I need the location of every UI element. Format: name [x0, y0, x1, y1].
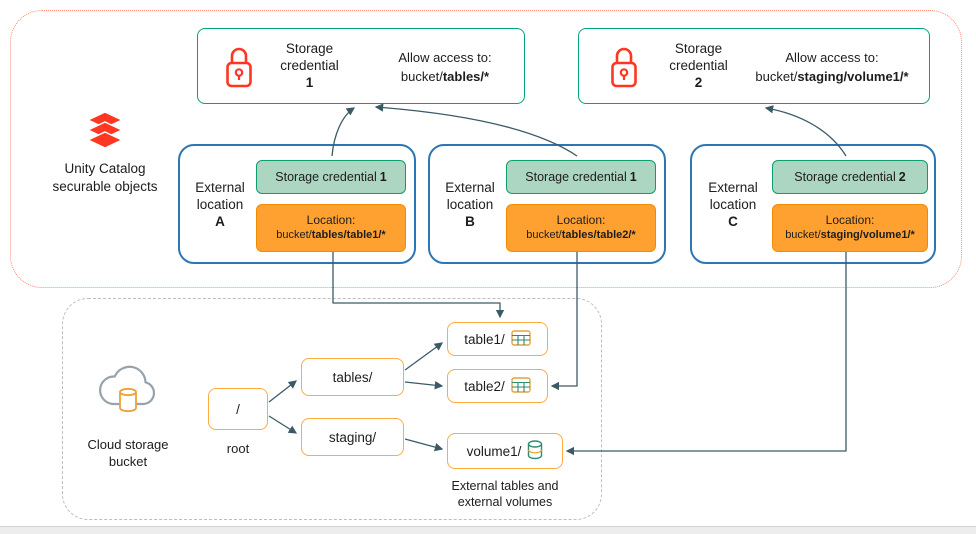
- location-chip-c: Location: bucket/staging/volume1/*: [772, 204, 928, 252]
- path-prefix: bucket/: [276, 229, 312, 241]
- bucket-label-line2: bucket: [108, 454, 148, 469]
- folder-staging: staging/: [301, 418, 404, 456]
- path-prefix: bucket/: [785, 229, 821, 241]
- path-bold: staging/volume1/*: [797, 69, 909, 84]
- root-label: root: [208, 440, 268, 457]
- path-bold: tables/table2/*: [561, 229, 636, 241]
- loc-letter: B: [465, 214, 475, 229]
- external-location-a-label: External location A: [186, 179, 254, 230]
- page-bottom-edge: [0, 526, 976, 534]
- credential-2-number: 2: [694, 75, 703, 90]
- caption-line2: external volumes: [457, 495, 553, 509]
- caption-line1: External tables and: [451, 479, 559, 493]
- location-chip-b: Location: bucket/tables/table2/*: [506, 204, 656, 252]
- path-prefix: bucket/: [400, 69, 443, 84]
- allow-access-path: bucket/staging/volume1/*: [741, 67, 923, 86]
- credential-chip-text: Storage credential: [794, 170, 896, 184]
- credential-chip-number: 1: [629, 170, 637, 184]
- credential-1-title-line1: Storage: [285, 41, 334, 56]
- storage-credential-1-box: Storage credential 1 Allow access to: bu…: [197, 28, 525, 104]
- database-cylinder-icon: [527, 439, 543, 463]
- loc-letter: A: [215, 214, 225, 229]
- credential-1-number: 1: [305, 75, 314, 90]
- folder-tables: tables/: [301, 358, 404, 396]
- item-table1: table1/: [447, 322, 548, 356]
- location-chip-label: Location:: [825, 213, 875, 227]
- unity-label-line2: securable objects: [52, 179, 158, 194]
- root-node: /: [208, 388, 268, 430]
- folder-tables-text: tables/: [332, 369, 373, 385]
- path-prefix: bucket/: [526, 229, 562, 241]
- unity-catalog-layers-icon: [82, 110, 128, 159]
- loc-label-line2: location: [446, 197, 494, 212]
- item-table2: table2/: [447, 369, 548, 403]
- credential-chip-number: 1: [379, 170, 387, 184]
- loc-label-line2: location: [709, 197, 757, 212]
- credential-2-title-line2: credential: [669, 58, 728, 73]
- credential-2-title-line1: Storage: [674, 41, 723, 56]
- cloud-storage-label: Cloud storage bucket: [72, 436, 184, 470]
- location-chip-a: Location: bucket/tables/table1/*: [256, 204, 406, 252]
- table-grid-icon: [511, 329, 531, 349]
- path-prefix: bucket/: [755, 69, 798, 84]
- location-chip-path: bucket/staging/volume1/*: [773, 228, 927, 243]
- loc-label-line1: External: [195, 180, 245, 195]
- path-bold: tables/*: [442, 69, 490, 84]
- lock-icon: [224, 44, 254, 95]
- allow-access-path: bucket/tables/*: [371, 67, 519, 86]
- location-chip-label: Location:: [556, 213, 606, 227]
- bucket-label-line1: Cloud storage: [87, 437, 169, 452]
- item-table1-text: table1/: [464, 331, 505, 347]
- table-grid-icon: [511, 376, 531, 396]
- credential-1-allow-text: Allow access to: bucket/tables/*: [371, 48, 519, 86]
- item-table2-text: table2/: [464, 378, 505, 394]
- item-volume1: volume1/: [447, 433, 563, 469]
- cloud-storage-icon: [95, 362, 161, 425]
- root-label-text: root: [226, 441, 250, 456]
- allow-access-label: Allow access to:: [398, 50, 492, 65]
- loc-label-line1: External: [445, 180, 495, 195]
- loc-label-line1: External: [708, 180, 758, 195]
- location-chip-path: bucket/tables/table2/*: [507, 228, 655, 243]
- credential-1-title: Storage credential 1: [262, 40, 357, 91]
- lock-icon: [609, 44, 639, 95]
- location-chip-label: Location:: [306, 213, 356, 227]
- credential-chip-text: Storage credential: [525, 170, 627, 184]
- credential-chip-text: Storage credential: [275, 170, 377, 184]
- credential-chip-number: 2: [898, 170, 906, 184]
- path-bold: tables/table1/*: [311, 229, 386, 241]
- external-location-b-label: External location B: [436, 179, 504, 230]
- unity-label-line1: Unity Catalog: [64, 161, 146, 176]
- credential-2-allow-text: Allow access to: bucket/staging/volume1/…: [741, 48, 923, 86]
- loc-letter: C: [728, 214, 738, 229]
- storage-credential-2-box: Storage credential 2 Allow access to: bu…: [578, 28, 930, 104]
- credential-2-title: Storage credential 2: [651, 40, 746, 91]
- item-volume1-text: volume1/: [466, 443, 522, 459]
- allow-access-label: Allow access to:: [785, 50, 879, 65]
- unity-catalog-label: Unity Catalog securable objects: [25, 160, 185, 196]
- external-items-caption: External tables and external volumes: [430, 478, 580, 510]
- path-bold: staging/volume1/*: [820, 229, 915, 241]
- external-location-c-label: External location C: [698, 179, 768, 230]
- loc-label-line2: location: [196, 197, 244, 212]
- folder-staging-text: staging/: [328, 429, 377, 445]
- root-node-text: /: [236, 401, 240, 417]
- location-chip-path: bucket/tables/table1/*: [257, 228, 405, 243]
- credential-1-title-line2: credential: [280, 58, 339, 73]
